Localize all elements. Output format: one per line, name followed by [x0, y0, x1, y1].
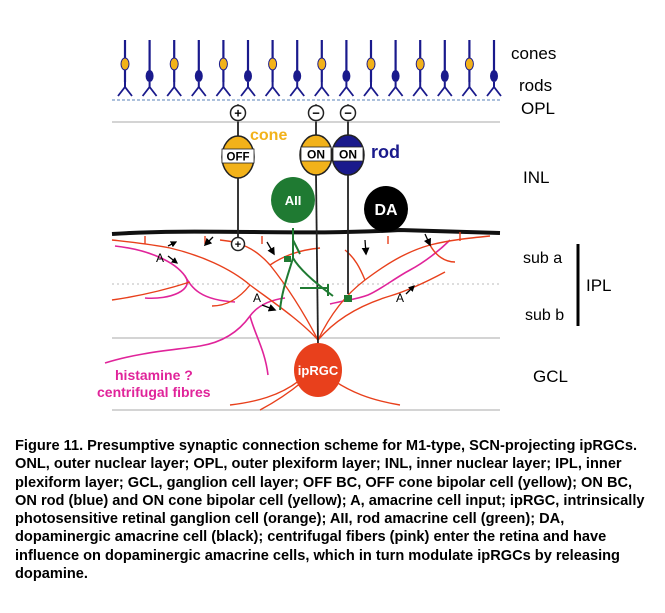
bipolar-axons — [237, 122, 349, 346]
layer-label-ipl: IPL — [586, 276, 612, 295]
rod-photoreceptor — [289, 40, 305, 97]
sign-circle-off-bottom: + — [230, 236, 246, 252]
cone-photoreceptor — [117, 40, 133, 97]
on-cone-bipolar-band — [300, 146, 332, 162]
sign-circle-off-top: + — [229, 104, 247, 122]
sign-on-cone-top: − — [312, 106, 320, 121]
sign-circle-on-cone-top: − — [307, 104, 325, 122]
bipolar-dendrites — [237, 104, 349, 122]
on-rod-bipolar-label: ON — [339, 148, 357, 162]
iprgc-label: ipRGC — [298, 363, 339, 378]
amacrine-label-3: A — [396, 291, 404, 305]
iprgc-ticks — [144, 232, 461, 244]
cone-photoreceptor — [166, 40, 182, 97]
inl-ipl-boundary — [111, 227, 501, 236]
rod-label: rod — [371, 142, 400, 162]
sign-on-rod-top: − — [344, 106, 352, 121]
sign-circle-on-rod-top: − — [339, 104, 357, 122]
off-bipolar-label: OFF — [227, 152, 250, 164]
iprgc-cell-body — [294, 343, 342, 397]
cone-label: cone — [250, 127, 287, 144]
rod-photoreceptor — [486, 40, 502, 97]
layer-label-gcl: GCL — [533, 367, 568, 386]
cone-photoreceptor — [461, 40, 478, 97]
layer-label-inl: INL — [523, 168, 549, 187]
histamine-label: histamine ? — [115, 367, 193, 383]
rod-photoreceptor — [141, 40, 158, 97]
rod-photoreceptor — [338, 40, 355, 97]
cone-photoreceptor — [264, 40, 281, 97]
cone-photoreceptor — [412, 40, 428, 97]
centrifugal-label: centrifugal fibres — [97, 384, 211, 400]
da-label: DA — [374, 202, 398, 219]
on-rod-bipolar-band — [332, 146, 364, 162]
da-cell-body — [364, 186, 408, 232]
layer-label-sub-b: sub b — [525, 307, 564, 324]
on-cone-bipolar-label: ON — [307, 148, 325, 162]
aii-label: AII — [285, 193, 302, 208]
retina-diagram: DA AII OFF ON ON + − − + ipRGC cone rod … — [97, 40, 612, 411]
amacrine-label-1: A — [156, 251, 164, 265]
cone-photoreceptor — [215, 40, 232, 97]
amacrine-label-2: A — [253, 291, 261, 305]
cone-photoreceptor — [363, 40, 379, 97]
sign-off-top: + — [234, 106, 242, 121]
rod-photoreceptor — [191, 40, 207, 97]
photoreceptor-row — [117, 40, 502, 97]
amacrine-arrows — [167, 233, 431, 312]
off-bipolar-band — [221, 148, 255, 164]
centrifugal-fibres — [104, 239, 451, 376]
aii-cell-body — [271, 177, 315, 223]
layer-label-opl: OPL — [521, 99, 555, 118]
rod-photoreceptor — [437, 40, 453, 97]
cone-photoreceptor — [314, 40, 330, 97]
layer-lines — [112, 121, 500, 411]
layer-label-sub-a: sub a — [523, 250, 562, 267]
rod-photoreceptor — [387, 40, 404, 97]
aii-terminal-1 — [284, 256, 291, 262]
sign-off-bottom: + — [235, 239, 241, 251]
layer-label-cones: cones — [511, 44, 556, 63]
aii-terminal-2 — [344, 295, 352, 302]
layer-label-rods: rods — [519, 76, 552, 95]
figure-caption: Figure 11. Presumptive synaptic connecti… — [15, 438, 645, 583]
rod-photoreceptor — [240, 40, 256, 97]
aii-processes — [279, 228, 334, 311]
